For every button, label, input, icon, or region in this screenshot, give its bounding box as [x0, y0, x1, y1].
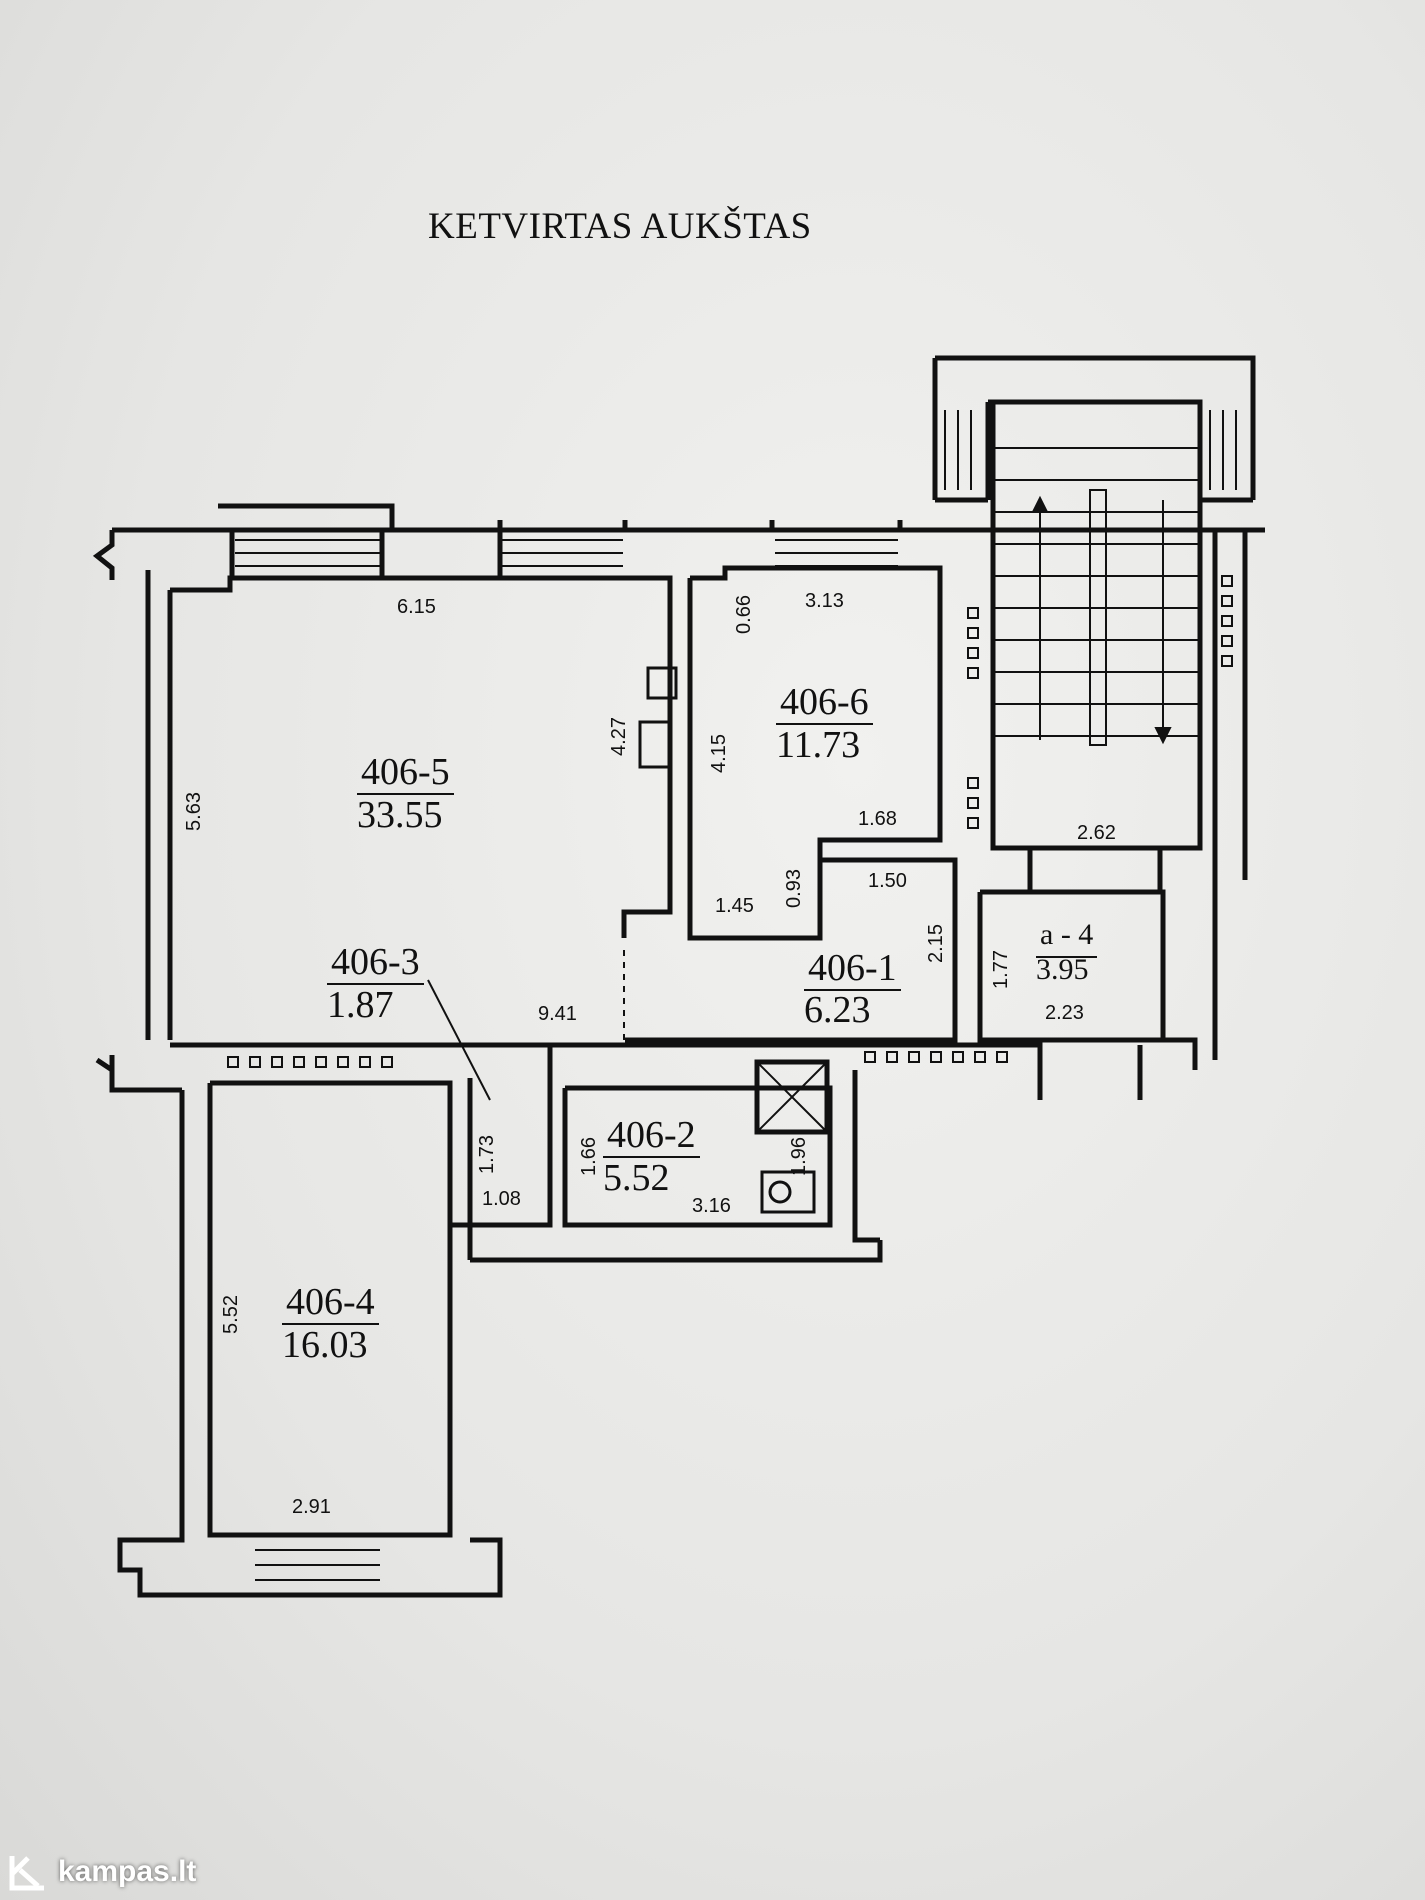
dim-label: 3.13 — [805, 590, 844, 612]
dim-label: 1.68 — [858, 808, 897, 830]
dim-label: 1.45 — [715, 895, 754, 917]
room-area-406-2: 5.52 — [603, 1157, 670, 1199]
room-label-a-4: a - 4 — [1036, 915, 1098, 958]
dim-label: 2.23 — [1045, 1002, 1084, 1024]
room-area-406-5: 33.55 — [357, 794, 443, 836]
dim-label: 6.15 — [397, 596, 436, 618]
dim-label: 1.96 — [787, 1137, 810, 1176]
dim-label: 2.62 — [1077, 822, 1116, 844]
dim-label: 4.27 — [607, 717, 630, 756]
dim-label: 1.73 — [475, 1135, 498, 1174]
dim-label: 1.77 — [989, 950, 1012, 989]
room-label-406-3: 406-3 — [327, 942, 424, 985]
dim-label: 0.66 — [732, 595, 755, 634]
dim-label: 2.91 — [292, 1496, 331, 1518]
floor-title: KETVIRTAS AUKŠTAS — [428, 206, 812, 247]
dim-label: 9.41 — [538, 1003, 577, 1025]
shower-box — [754, 1059, 830, 1135]
room-label-406-6: 406-6 — [776, 682, 873, 725]
room-406-1-walls — [625, 857, 958, 1043]
room-area-406-3: 1.87 — [327, 984, 394, 1026]
dim-label: 1.08 — [482, 1188, 521, 1210]
dim-label: 5.63 — [182, 792, 205, 831]
room-label-406-2: 406-2 — [603, 1115, 700, 1158]
room-area-406-6: 11.73 — [776, 724, 861, 766]
dim-label: 1.66 — [577, 1137, 600, 1176]
room-label-406-1: 406-1 — [804, 948, 901, 991]
dim-label: 4.15 — [707, 734, 730, 773]
room-406-6-walls — [687, 565, 943, 941]
dim-label: 2.15 — [924, 924, 947, 963]
dim-label: 3.16 — [692, 1195, 731, 1217]
dim-label: 5.52 — [219, 1295, 242, 1334]
room-406-4-walls — [117, 1090, 503, 1598]
dim-label: 1.50 — [868, 870, 907, 892]
room-label-406-4: 406-4 — [282, 1282, 379, 1325]
kampas-logo-text: kampas.lt — [58, 1855, 197, 1888]
room-label-406-5: 406-5 — [357, 752, 454, 795]
kampas-logo-icon — [9, 1856, 44, 1891]
dim-label: 0.93 — [782, 869, 805, 908]
room-406-5-walls — [170, 575, 673, 938]
kampas-logo: kampas.lt — [6, 1852, 196, 1892]
stair-outer — [932, 355, 1256, 500]
room-406-3-walls — [467, 1045, 553, 1228]
room-406-2-walls — [562, 1085, 833, 1228]
room-area-a-4: 3.95 — [1036, 953, 1089, 986]
room-area-406-4: 16.03 — [282, 1324, 368, 1366]
room-area-406-1: 6.23 — [804, 989, 871, 1031]
